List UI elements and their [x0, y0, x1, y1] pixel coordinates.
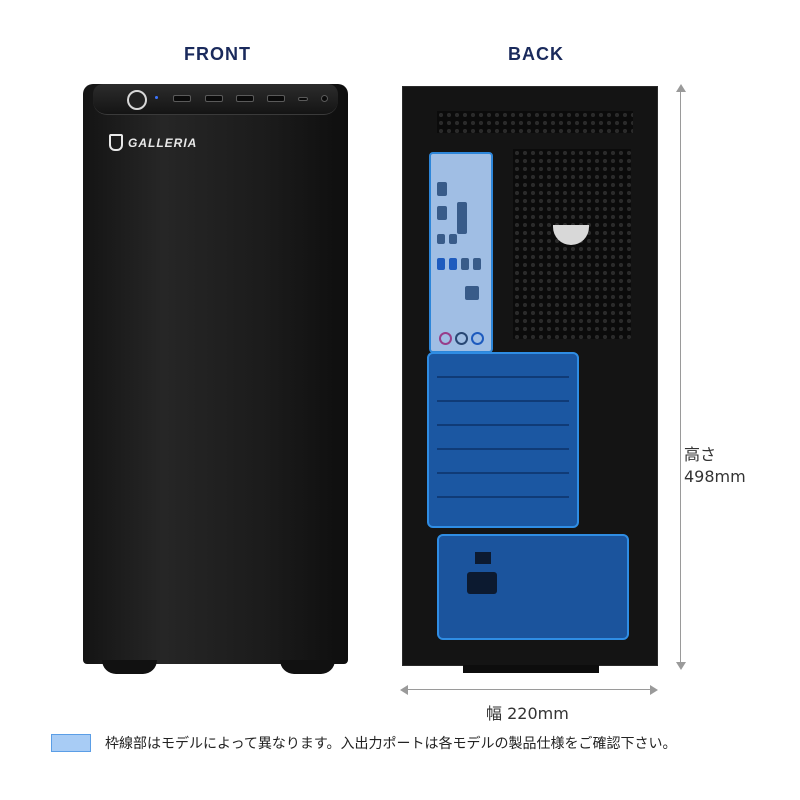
back-view-label: BACK — [508, 44, 564, 64]
usb3-port-icon — [437, 258, 445, 270]
brand-logo-text: GALLERIA — [128, 135, 198, 150]
power-socket-icon — [467, 572, 497, 594]
usb-port-icon — [205, 95, 223, 102]
arrow-right-icon — [650, 685, 658, 695]
width-dimension-label: 幅 220mm — [486, 704, 569, 723]
front-view-label: FRONT — [184, 44, 251, 64]
usb-port-icon — [461, 258, 469, 270]
audio-jack-icon — [321, 95, 328, 102]
indicator-led — [155, 96, 158, 99]
io-panel-highlight — [429, 152, 493, 353]
case-foot — [102, 660, 157, 674]
height-value: 498mm — [684, 467, 746, 486]
slot-divider — [437, 496, 569, 498]
slot-divider — [437, 424, 569, 426]
fan-hub-icon — [553, 225, 589, 245]
legend-swatch — [51, 734, 91, 752]
legend: 枠線部はモデルによって異なります。入出力ポートは各モデルの製品仕様をご確認下さい… — [51, 733, 676, 753]
power-switch-icon — [475, 552, 491, 564]
height-label: 高さ — [684, 445, 717, 464]
usb-port-icon — [437, 234, 445, 244]
slot-divider — [437, 400, 569, 402]
audio-jack-icon — [439, 332, 452, 345]
case-foot — [463, 665, 599, 673]
height-dimension-line — [680, 88, 681, 666]
case-foot — [280, 660, 335, 674]
usb-port-icon — [449, 234, 457, 244]
usb-port-icon — [267, 95, 285, 102]
arrow-up-icon — [676, 84, 686, 92]
slot-divider — [437, 472, 569, 474]
usb3-port-icon — [449, 258, 457, 270]
usb-port-icon — [173, 95, 191, 102]
front-io-panel — [93, 84, 338, 115]
brand-logo: GALLERIA — [109, 134, 197, 151]
legend-note: 枠線部はモデルによって異なります。入出力ポートは各モデルの製品仕様をご確認下さい… — [105, 736, 677, 752]
height-dimension-label: 高さ 498mm — [684, 444, 746, 488]
width-dimension-line — [404, 689, 654, 690]
arrow-left-icon — [400, 685, 408, 695]
power-supply-highlight — [437, 534, 629, 640]
expansion-slots-highlight — [427, 352, 579, 528]
hdmi-port-icon — [437, 182, 447, 196]
wifi-module-icon — [457, 202, 467, 234]
case-back-image — [402, 86, 658, 673]
power-button-icon — [127, 90, 147, 110]
ethernet-port-icon — [465, 286, 479, 300]
shield-logo-icon — [109, 134, 123, 151]
slot-divider — [437, 376, 569, 378]
case-front-image: GALLERIA — [83, 84, 348, 664]
audio-jack-icon — [471, 332, 484, 345]
arrow-down-icon — [676, 662, 686, 670]
audio-jack-icon — [455, 332, 468, 345]
usb-port-icon — [473, 258, 481, 270]
usb-port-icon — [236, 95, 254, 102]
usb-c-port-icon — [298, 97, 308, 101]
top-vent-mesh — [437, 111, 633, 133]
slot-divider — [437, 448, 569, 450]
displayport-icon — [437, 206, 447, 220]
